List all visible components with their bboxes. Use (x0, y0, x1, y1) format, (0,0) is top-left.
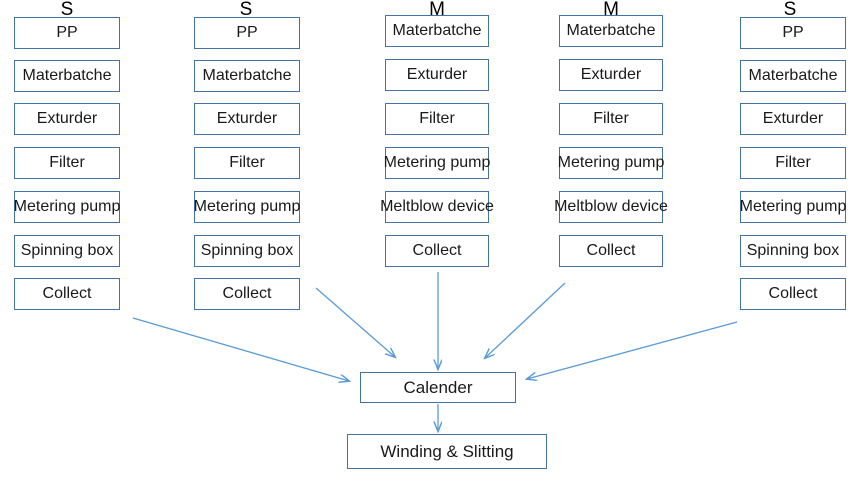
process-node-materbatche[interactable]: Materbatche (385, 15, 489, 47)
process-node-filter[interactable]: Filter (559, 103, 663, 135)
process-node-label: Filter (49, 154, 85, 171)
process-node-winding-slitting[interactable]: Winding & Slitting (347, 434, 547, 469)
process-node-materbatche[interactable]: Materbatche (740, 60, 846, 92)
process-node-label: Metering pump (193, 198, 301, 215)
process-node-label: Exturder (762, 110, 824, 127)
connector-col1-to-calender (132, 317, 349, 381)
process-node-label: Exturder (406, 66, 468, 83)
process-node-materbatche[interactable]: Materbatche (559, 15, 663, 47)
process-node-label: Metering pump (383, 154, 491, 171)
process-node-collect[interactable]: Collect (740, 278, 846, 310)
process-node-filter[interactable]: Filter (385, 103, 489, 135)
column-header-5: S (783, 0, 797, 20)
connector-col4-to-calender (485, 282, 566, 358)
process-node-collect[interactable]: Collect (14, 278, 120, 310)
process-node-spinning-box[interactable]: Spinning box (194, 235, 300, 267)
process-node-label: Collect (222, 285, 272, 302)
process-node-metering-pump[interactable]: Metering pump (740, 191, 846, 223)
process-node-metering-pump[interactable]: Metering pump (194, 191, 300, 223)
process-node-label: PP (236, 24, 258, 41)
process-node-label: Metering pump (557, 154, 665, 171)
process-node-meltblow-device[interactable]: Meltblow device (380, 191, 494, 223)
connector-col5-to-calender (527, 321, 738, 379)
process-node-label: Exturder (36, 110, 98, 127)
process-node-calender[interactable]: Calender (360, 372, 516, 403)
process-node-spinning-box[interactable]: Spinning box (14, 235, 120, 267)
process-node-pp[interactable]: PP (194, 17, 300, 49)
process-node-pp[interactable]: PP (740, 17, 846, 49)
process-node-filter[interactable]: Filter (194, 147, 300, 179)
process-node-label: Materbatche (22, 67, 112, 84)
process-node-metering-pump[interactable]: Metering pump (557, 147, 665, 179)
process-node-filter[interactable]: Filter (740, 147, 846, 179)
process-node-label: Exturder (580, 66, 642, 83)
process-node-label: Metering pump (739, 198, 847, 215)
process-node-label: Metering pump (13, 198, 121, 215)
process-node-label: Meltblow device (380, 198, 494, 215)
process-node-label: Filter (419, 110, 455, 127)
process-node-label: Materbatche (202, 67, 292, 84)
process-node-label: Filter (229, 154, 265, 171)
process-node-label: Filter (775, 154, 811, 171)
process-node-label: Winding & Slitting (380, 442, 514, 461)
process-node-label: Spinning box (200, 242, 294, 259)
process-node-materbatche[interactable]: Materbatche (14, 60, 120, 92)
process-node-exturder[interactable]: Exturder (14, 103, 120, 135)
process-node-pp[interactable]: PP (14, 17, 120, 49)
connector-col2-to-calender (315, 287, 395, 357)
process-node-label: Spinning box (746, 242, 840, 259)
process-node-materbatche[interactable]: Materbatche (194, 60, 300, 92)
process-node-label: Filter (593, 110, 629, 127)
process-node-label: Materbatche (748, 67, 838, 84)
process-node-exturder[interactable]: Exturder (740, 103, 846, 135)
process-node-exturder[interactable]: Exturder (559, 59, 663, 91)
process-node-spinning-box[interactable]: Spinning box (740, 235, 846, 267)
process-node-label: Exturder (216, 110, 278, 127)
process-node-meltblow-device[interactable]: Meltblow device (554, 191, 668, 223)
process-node-collect[interactable]: Collect (194, 278, 300, 310)
process-node-metering-pump[interactable]: Metering pump (383, 147, 491, 179)
column-header-1: S (60, 0, 74, 20)
process-node-exturder[interactable]: Exturder (385, 59, 489, 91)
process-node-collect[interactable]: Collect (385, 235, 489, 267)
process-node-label: Calender (403, 378, 473, 397)
process-node-label: Spinning box (20, 242, 114, 259)
process-node-label: Collect (42, 285, 92, 302)
column-header-2: S (239, 0, 253, 20)
process-node-label: PP (782, 24, 804, 41)
process-node-label: PP (56, 24, 78, 41)
process-node-metering-pump[interactable]: Metering pump (14, 191, 120, 223)
process-node-label: Collect (768, 285, 818, 302)
process-node-filter[interactable]: Filter (14, 147, 120, 179)
column-header-4: M (603, 0, 619, 20)
process-node-label: Collect (412, 242, 462, 259)
column-header-3: M (429, 0, 445, 20)
process-node-label: Meltblow device (554, 198, 668, 215)
process-node-label: Materbatche (392, 22, 482, 39)
process-node-label: Materbatche (566, 22, 656, 39)
process-node-collect[interactable]: Collect (559, 235, 663, 267)
process-node-label: Collect (586, 242, 636, 259)
process-node-exturder[interactable]: Exturder (194, 103, 300, 135)
